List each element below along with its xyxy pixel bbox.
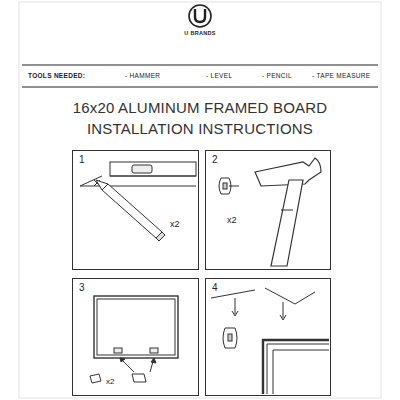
tool-item: - LEVEL: [206, 72, 232, 79]
tool-item: - PENCIL: [262, 72, 292, 79]
brand-logo: [189, 5, 211, 27]
step-number: 1: [78, 154, 86, 165]
tool-item: - TAPE MEASURE: [312, 72, 371, 79]
step-number: 4: [211, 282, 219, 293]
step-panel: 3 x2: [72, 278, 199, 396]
quantity-label: x2: [169, 219, 181, 229]
brand-name: U BRANDS: [184, 30, 215, 36]
step-panel: 4: [205, 278, 331, 396]
step-panel: 1 x2: [72, 150, 199, 270]
tools-heading: TOOLS NEEDED:: [28, 72, 85, 79]
sheet-title: 16x20 ALUMINUM FRAMED BOARD INSTALLATION…: [50, 97, 350, 139]
quantity-label: x2: [226, 215, 238, 225]
quantity-label: x2: [105, 377, 115, 386]
step-panel: 2 x2: [205, 150, 331, 270]
step-number: 3: [78, 282, 86, 293]
step-number: 2: [211, 154, 219, 165]
tool-item: - HAMMER: [125, 72, 160, 79]
